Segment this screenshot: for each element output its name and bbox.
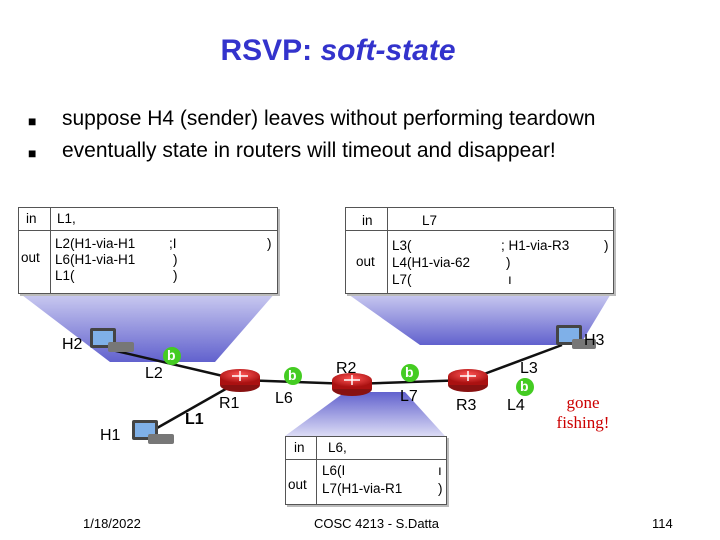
footer-course: COSC 4213 - S.Datta: [314, 516, 439, 531]
table-middle-in-value: L6,: [328, 440, 347, 455]
badge-b-2-label: b: [288, 367, 297, 383]
table-left-row-1: L2(H1-via-H1: [55, 236, 135, 251]
footer-date: 1/18/2022: [83, 516, 141, 531]
router-r2-label: R2: [336, 360, 356, 378]
table-left-in-value: L1,: [57, 211, 76, 226]
callout-middle: [285, 392, 445, 436]
table-left-col2-2: ): [173, 252, 178, 267]
table-right-in-value: L7: [422, 213, 437, 228]
link-l2-label: L2: [145, 365, 163, 383]
table-right-in-label: in: [362, 213, 373, 228]
table-left-row-2: L6(H1-via-H1: [55, 252, 135, 267]
table-left-col2-1: ;I: [169, 236, 177, 251]
router-r3-label: R3: [456, 397, 476, 415]
router-r1-icon: [220, 369, 260, 392]
table-right-col2-2: ): [506, 255, 511, 270]
badge-b-3-label: b: [405, 364, 414, 380]
table-middle-col2-1: ı: [438, 463, 442, 478]
gone-fishing-note: gone fishing!: [543, 393, 623, 433]
table-middle: in L6, out L6(I L7(H1-via-R1 ı ): [285, 436, 447, 505]
table-right-row-2: L4(H1-via-62: [392, 255, 470, 270]
table-left-out-label: out: [21, 250, 40, 265]
host-h3-label: H3: [584, 332, 604, 350]
gone-line-1: gone: [543, 393, 623, 413]
badge-b-1-label: b: [167, 347, 176, 363]
table-right-col3: ): [604, 238, 609, 253]
link-l6-label: L6: [275, 390, 293, 408]
host-h1-icon: [132, 420, 174, 444]
link-l1-label: L1: [185, 411, 204, 429]
table-middle-col2-2: ): [438, 481, 443, 496]
router-r1-label: R1: [219, 395, 239, 413]
table-left-in-label: in: [26, 211, 37, 226]
table-left-col3: ): [267, 236, 272, 251]
table-left-row-3: L1(: [55, 268, 75, 283]
table-middle-row-1: L6(I: [322, 463, 345, 478]
table-middle-out-label: out: [288, 477, 307, 492]
table-right-row-3: L7(: [392, 272, 412, 287]
table-middle-in-label: in: [294, 440, 305, 455]
table-right-col2-1: ; H1-via-R3: [501, 238, 569, 253]
table-left: in L1, out L2(H1-via-H1 L6(H1-via-H1 L1(…: [18, 207, 278, 294]
footer-page-number: 114: [652, 516, 673, 531]
table-left-col2-3: ): [173, 268, 178, 283]
table-middle-row-2: L7(H1-via-R1: [322, 481, 402, 496]
table-right-col2-3: ı: [508, 272, 512, 287]
host-h2-label: H2: [62, 336, 82, 354]
router-r3-icon: [448, 369, 488, 392]
gone-line-2: fishing!: [543, 413, 623, 433]
link-l7-label: L7: [400, 388, 418, 406]
table-right-out-label: out: [356, 254, 375, 269]
callout-left: [18, 292, 276, 362]
link-l4-label: L4: [507, 397, 525, 415]
host-h1-label: H1: [100, 427, 120, 445]
table-right-row-1: L3(: [392, 238, 412, 253]
link-l3-label: L3: [520, 360, 538, 378]
badge-b-4-label: b: [520, 378, 529, 394]
table-right: in L7 out L3( L4(H1-via-62 L7( ; H1-via-…: [345, 207, 614, 294]
